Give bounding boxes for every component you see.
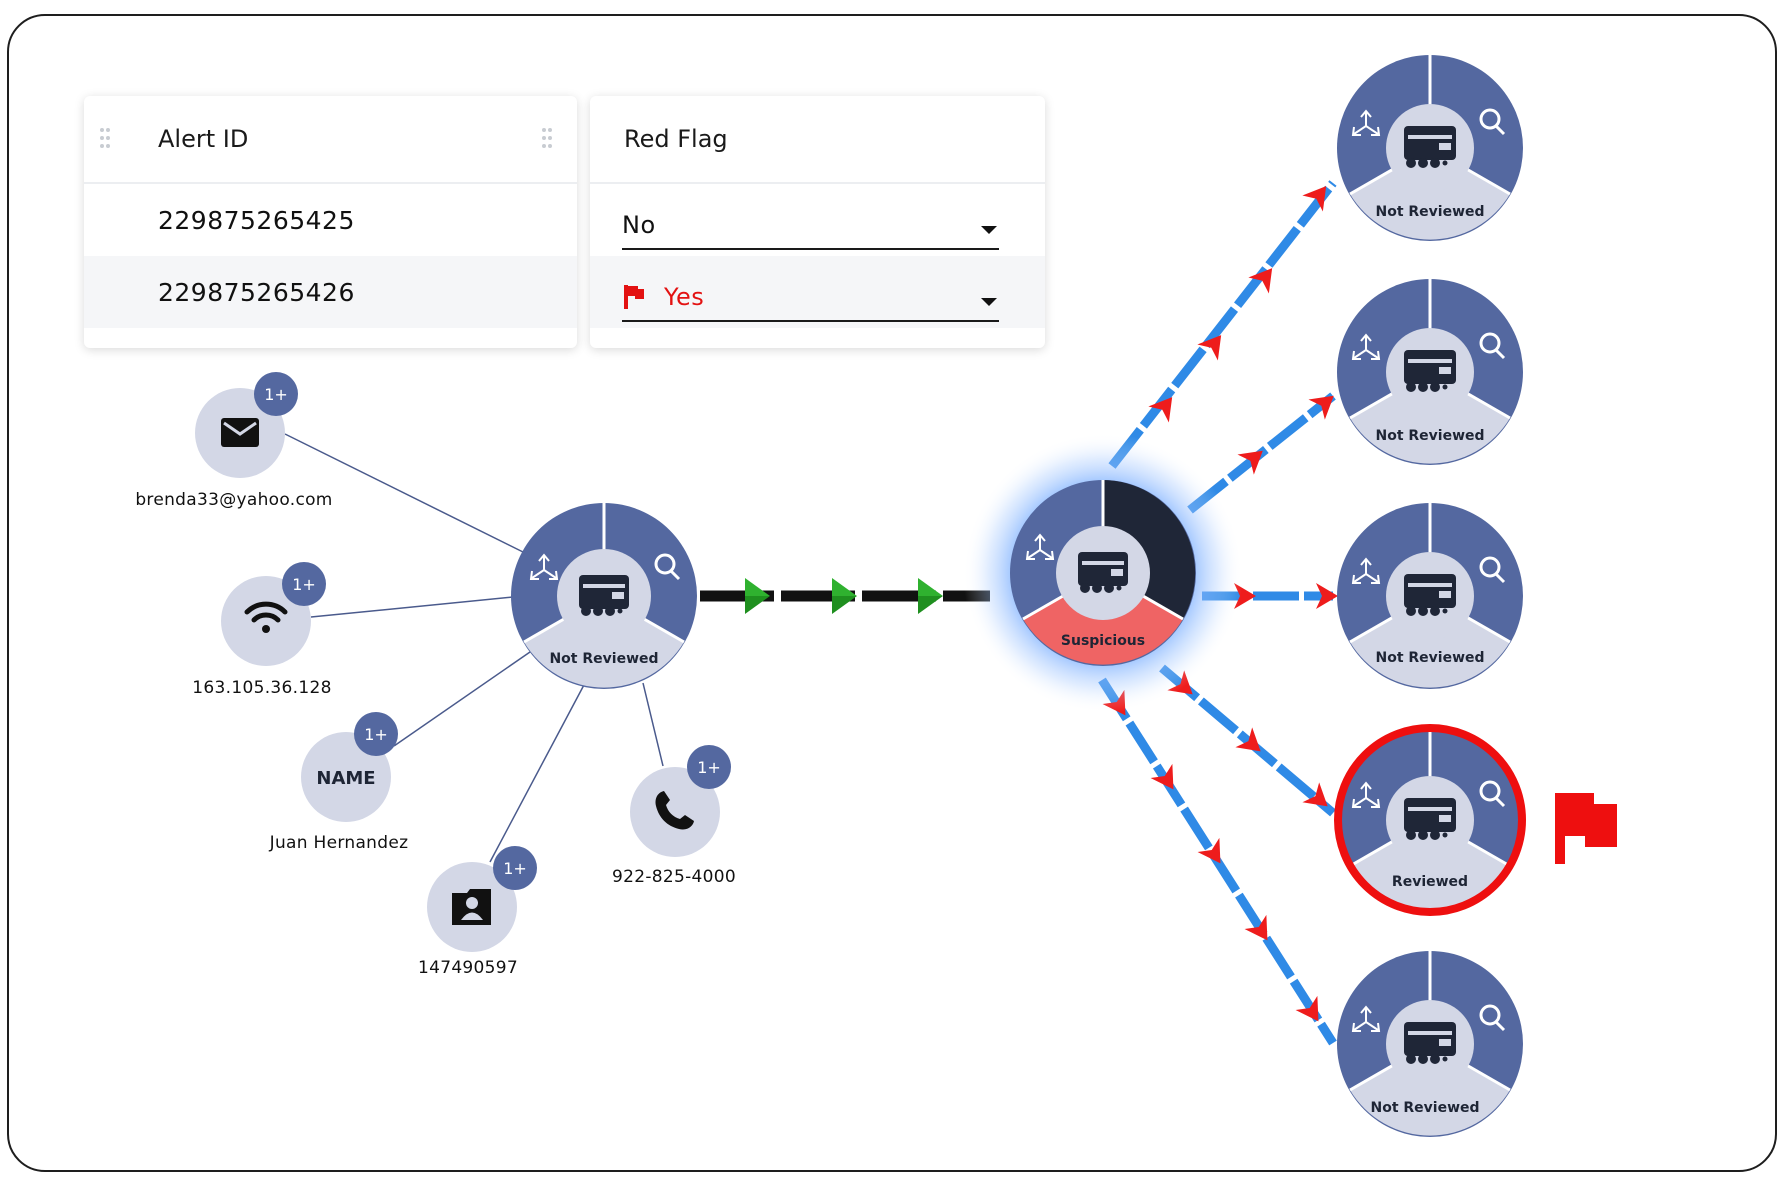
- table-row: Yes: [590, 256, 1045, 328]
- table-row[interactable]: 229875265426: [84, 256, 577, 328]
- table-row[interactable]: 229875265425: [84, 184, 577, 256]
- red-flag-select[interactable]: Yes: [622, 274, 999, 322]
- drag-handle-icon[interactable]: [542, 128, 552, 148]
- chevron-down-icon: [981, 226, 997, 234]
- alert-id-cell: 229875265426: [158, 277, 355, 307]
- flag-icon: [624, 285, 644, 309]
- red-flag-header[interactable]: Red Flag: [590, 96, 1045, 184]
- alert-id-header-label: Alert ID: [158, 125, 249, 153]
- red-flag-select-value: No: [622, 211, 656, 239]
- table-row: No: [590, 184, 1045, 256]
- drag-handle-icon[interactable]: [100, 128, 110, 148]
- alert-id-panel: Alert ID 229875265425 229875265426: [84, 96, 577, 348]
- red-flag-header-label: Red Flag: [624, 125, 728, 153]
- chevron-down-icon: [981, 298, 997, 306]
- alert-id-header[interactable]: Alert ID: [84, 96, 577, 184]
- red-flag-select-value: Yes: [664, 283, 705, 311]
- red-flag-select[interactable]: No: [622, 202, 999, 250]
- red-flag-panel: Red Flag No Yes: [590, 96, 1045, 348]
- alert-id-cell: 229875265425: [158, 205, 355, 235]
